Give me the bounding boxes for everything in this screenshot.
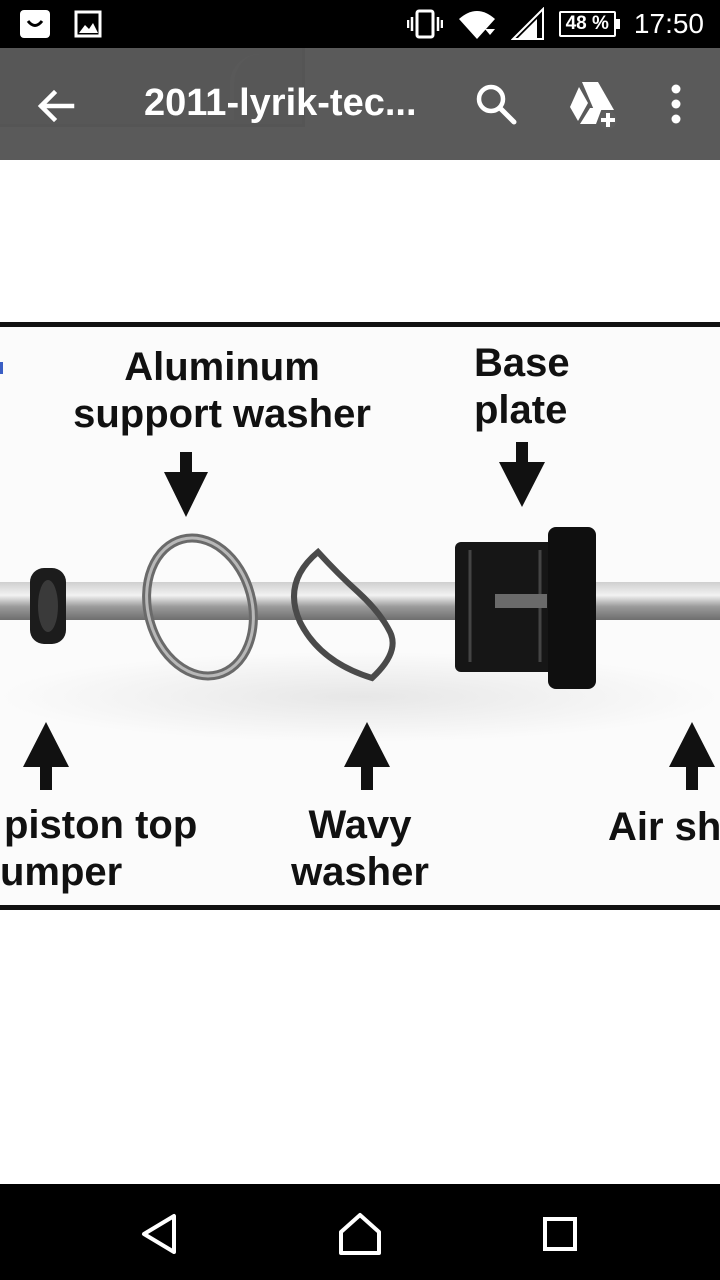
shopping-bag-icon — [20, 10, 50, 38]
home-icon[interactable] — [328, 1202, 392, 1266]
label-wavy-washer: Wavy washer — [291, 803, 429, 894]
status-bar: 48 % 17:50 — [0, 0, 720, 48]
label-aluminum-support-washer: Aluminum support washer — [73, 345, 371, 436]
wifi-icon — [458, 11, 495, 39]
parts-illustration — [0, 362, 720, 790]
label-air-shaft: Air sh — [608, 805, 720, 849]
search-icon[interactable] — [472, 80, 520, 128]
navigation-bar — [0, 1184, 720, 1280]
shadow — [0, 652, 720, 742]
more-vert-icon[interactable] — [656, 80, 696, 128]
back-triangle-icon[interactable] — [128, 1202, 192, 1266]
label-piston-top-bumper: piston top umper — [0, 803, 198, 894]
back-arrow-icon[interactable] — [30, 80, 82, 132]
recents-icon[interactable] — [528, 1202, 592, 1266]
clock: 17:50 — [633, 8, 704, 39]
label-base-plate: Base plate — [474, 341, 570, 432]
image-icon — [74, 10, 102, 38]
battery-level: 48 % — [558, 11, 616, 37]
figure-frame-top — [0, 322, 720, 327]
vibrate-icon — [406, 9, 443, 39]
drive-add-icon[interactable] — [564, 78, 620, 130]
document-figure: Aluminum support washer Base plate pisto… — [0, 322, 720, 910]
app-bar: 2011-lyrik-tec... — [0, 48, 720, 160]
bumper-part — [30, 568, 66, 644]
shaft-rod — [0, 582, 720, 620]
label-arrows — [23, 442, 715, 790]
document-title: 2011-lyrik-tec... — [144, 82, 417, 124]
cell-signal-icon — [510, 7, 544, 40]
battery-icon: 48 % — [558, 11, 620, 37]
base-plate-part — [455, 527, 596, 689]
wavy-washer-part — [291, 547, 396, 682]
figure-frame-bottom — [0, 905, 720, 910]
